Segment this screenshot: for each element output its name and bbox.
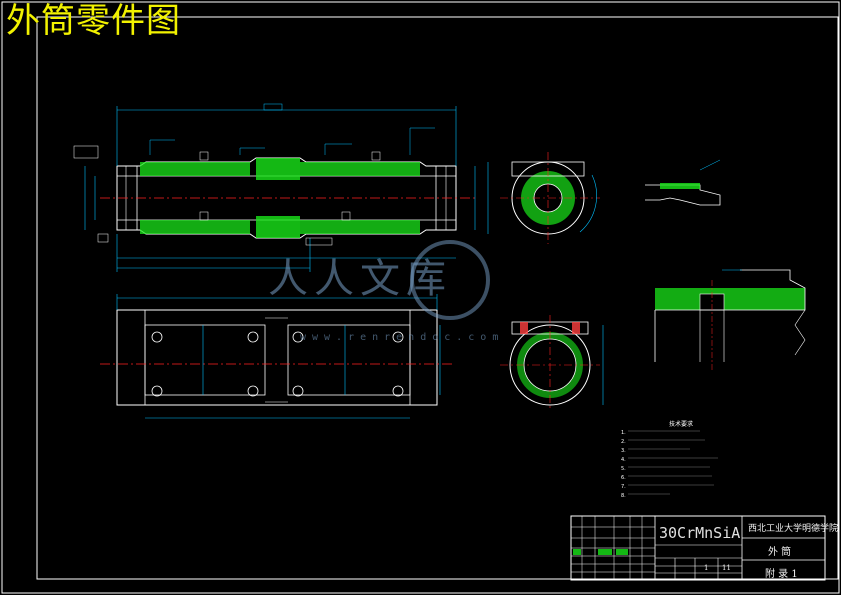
watermark-circle [410, 240, 490, 320]
appendix-label: 附 录 1 [765, 569, 798, 580]
tech-note: 4. [621, 457, 626, 463]
detail-view-b [654, 269, 806, 370]
tech-notes-title: 技术要求 [668, 421, 693, 428]
tech-note: 2. [621, 439, 626, 445]
inner-frame [36, 16, 839, 580]
detail-view-a [645, 159, 721, 206]
section-view [500, 315, 604, 410]
scale-a-label: 1 [704, 564, 709, 572]
scale-b-label: 11 [722, 564, 731, 572]
tech-note: 8. [621, 493, 626, 499]
top-view [100, 294, 455, 419]
tech-notes: 技术要求 1. 2. 3. 4. 5. 6. 7. 8. [621, 420, 721, 501]
tech-note: 7. [621, 484, 626, 490]
title-block [570, 515, 826, 581]
part-name-label: 外 筒 [768, 547, 792, 558]
main-section-view [73, 103, 489, 272]
watermark-url: www.renrendoc.com [300, 332, 505, 343]
institution-label: 西北工业大学明德学院 [748, 524, 839, 534]
tech-note: 6. [621, 475, 626, 481]
watermark-text: 人人文库 [268, 256, 452, 302]
end-view [500, 152, 600, 244]
tech-notes-lines [628, 430, 718, 495]
tech-note: 1. [621, 430, 626, 436]
material-label: 30CrMnSiA [659, 524, 741, 542]
tech-note: 3. [621, 448, 626, 454]
tech-note: 5. [621, 466, 626, 472]
drawing-title: 外筒零件图 [6, 1, 181, 41]
